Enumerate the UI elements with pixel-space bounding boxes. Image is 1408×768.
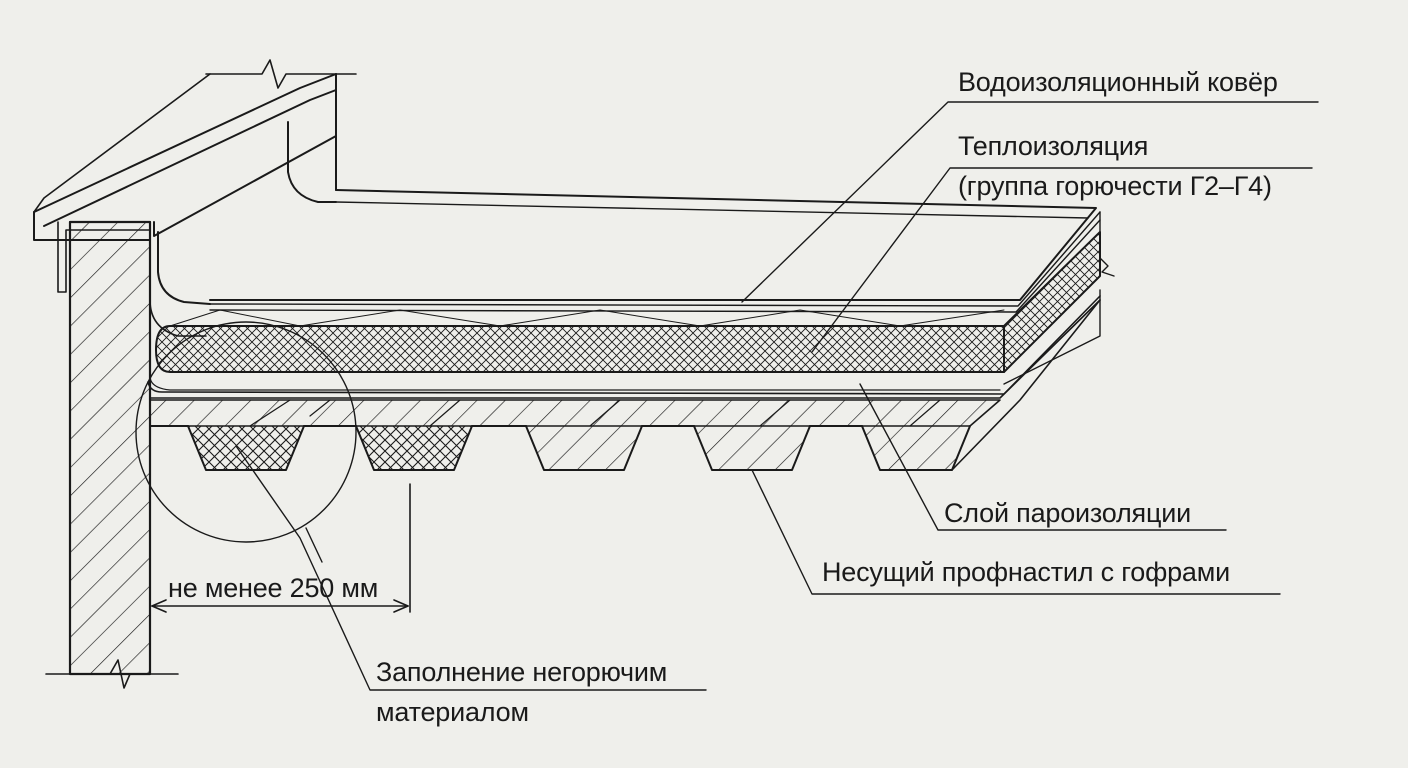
parapet-coping <box>33 59 357 293</box>
leader-decking <box>751 469 1281 595</box>
label-dimension: не менее 250 мм <box>168 573 379 603</box>
label-vapor-barrier: Слой пароизоляции <box>944 498 1192 528</box>
label-waterproofing: Водоизоляционный ковёр <box>958 67 1278 97</box>
label-insulation-line2: (группа горючести Г2–Г4) <box>958 171 1272 201</box>
dimension-line <box>151 483 411 613</box>
leader-vapor-barrier <box>859 383 1227 531</box>
insulation-layer <box>155 211 1115 385</box>
label-insulation-line1: Теплоизоляция <box>958 131 1149 161</box>
leader-fill <box>235 445 707 691</box>
label-decking: Несущий профнастил с гофрами <box>822 557 1230 587</box>
corrugated-decking <box>149 299 1101 471</box>
waterproofing-membrane <box>209 189 1101 313</box>
label-fill-line1: Заполнение негорючим <box>376 657 668 687</box>
leader-waterproofing <box>741 101 1319 303</box>
leader-dimension-tick <box>305 527 323 563</box>
leader-insulation <box>811 167 1313 353</box>
detail-circle <box>135 321 357 543</box>
label-fill-line2: материалом <box>376 697 529 727</box>
leader-lines <box>235 101 1319 691</box>
